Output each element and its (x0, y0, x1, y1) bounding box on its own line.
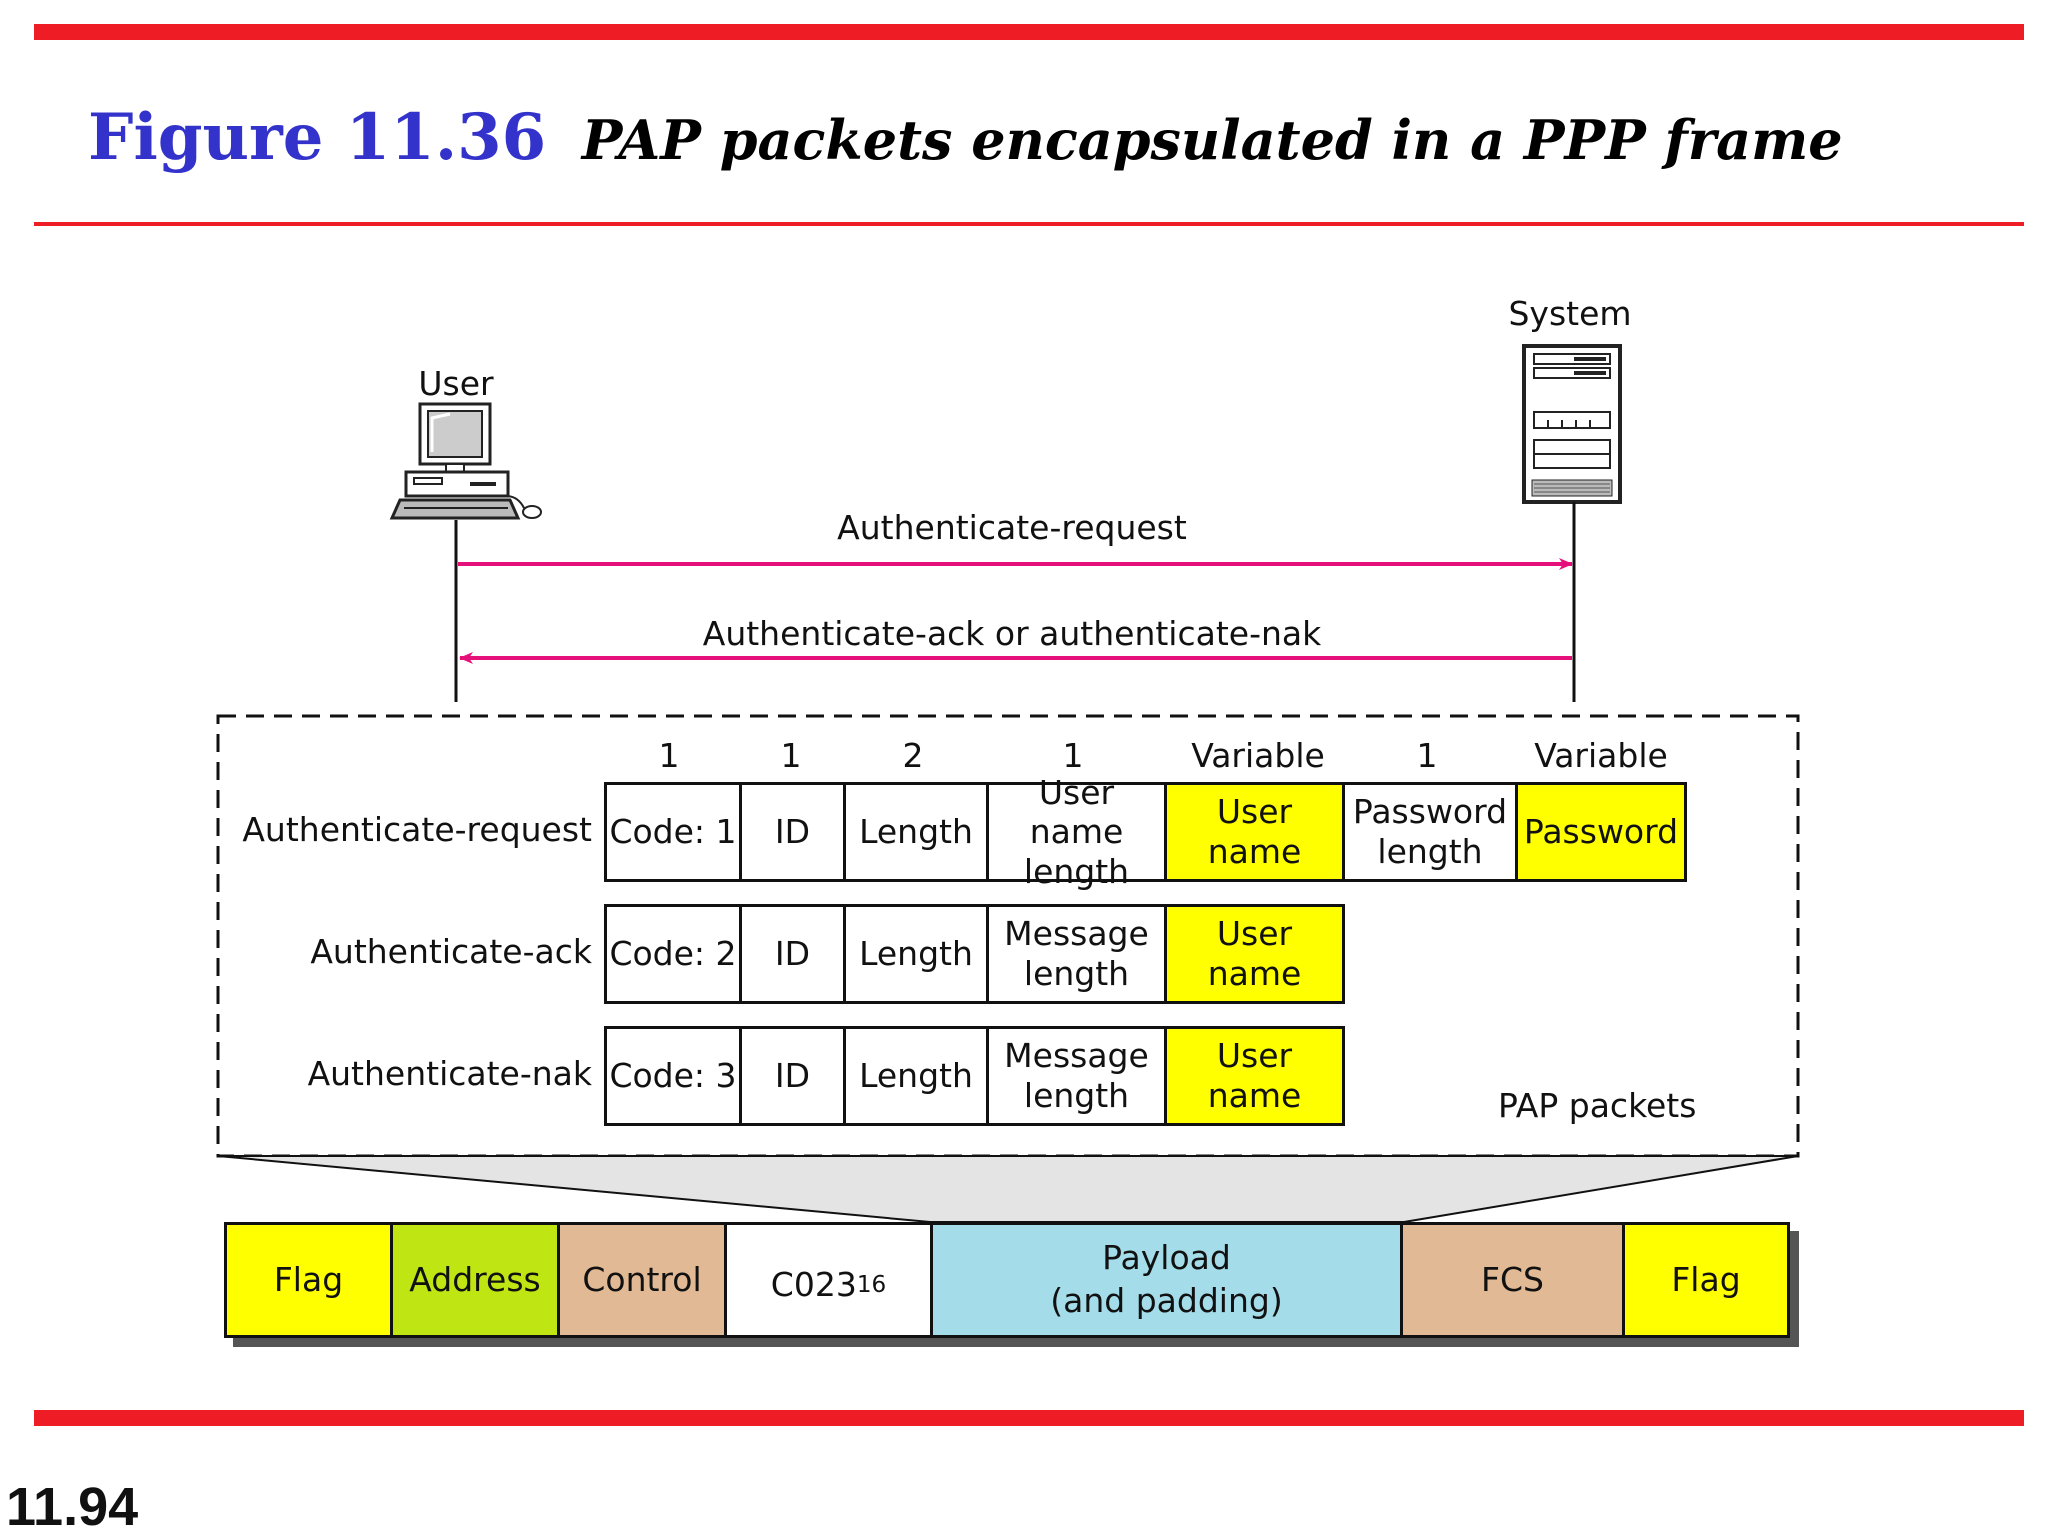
field-code: Code: 2 (604, 904, 742, 1004)
field-id: ID (739, 904, 846, 1004)
field-code: Code: 3 (604, 1026, 742, 1126)
ppp-field-label: Control (582, 1259, 702, 1299)
field-length: Length (843, 904, 989, 1004)
ppp-field-label: Flag (1671, 1259, 1741, 1299)
field-size-label: 2 (902, 736, 924, 775)
system-label: System (1508, 294, 1632, 333)
encapsulation-funnel (217, 1155, 1799, 1223)
field-size-label: Variable (1534, 736, 1668, 775)
packet-name-authenticate-nak: Authenticate-nak (307, 1054, 592, 1093)
title-underline-rule (34, 222, 2024, 226)
server-icon (1522, 344, 1622, 504)
ppp-field-label: C023 (770, 1264, 857, 1304)
bottom-rule (34, 1410, 2024, 1426)
ppp-field-subscript: 16 (856, 1271, 887, 1298)
field-message-length: Message length (986, 1026, 1167, 1126)
field-length: Length (843, 782, 989, 882)
user-label: User (418, 364, 494, 403)
ppp-field-fcs: FCS (1403, 1225, 1625, 1335)
ppp-field-flag: Flag (1625, 1225, 1787, 1335)
request-message-label: Authenticate-request (837, 508, 1187, 547)
field-size-label: 1 (1416, 736, 1438, 775)
page-number: 11.94 (6, 1477, 139, 1537)
ppp-field-label: FCS (1481, 1259, 1544, 1299)
ppp-field-flag: Flag (227, 1225, 393, 1335)
field-password: Password (1515, 782, 1687, 882)
ppp-field-label: Flag (273, 1259, 344, 1299)
packet-name-authenticate-ack: Authenticate-ack (310, 932, 592, 971)
field-user-name: User name (1164, 782, 1345, 882)
figure-number: Figure 11.36 (88, 100, 547, 175)
figure-title: Figure 11.36 PAP packets encapsulated in… (88, 100, 1843, 175)
ppp-field-control: Control (560, 1225, 727, 1335)
field-user-name: User name (1164, 1026, 1345, 1126)
computer-icon (389, 402, 542, 520)
field-size-label: Variable (1191, 736, 1325, 775)
field-id: ID (739, 782, 846, 882)
field-size-label: 1 (658, 736, 680, 775)
field-user-name: User name (1164, 904, 1345, 1004)
ppp-field-label: Address (409, 1259, 541, 1299)
field-user-name-length: User name length (986, 773, 1167, 891)
response-message-label: Authenticate-ack or authenticate-nak (702, 614, 1322, 653)
top-rule (34, 24, 2024, 40)
field-id: ID (739, 1026, 846, 1126)
ppp-field-payload: Payload (and padding) (933, 1225, 1403, 1335)
figure-caption: PAP packets encapsulated in a PPP frame (581, 108, 1843, 172)
field-length: Length (843, 1026, 989, 1126)
ppp-field-address: Address (393, 1225, 560, 1335)
field-size-label: 1 (780, 736, 802, 775)
field-message-length: Message length (986, 904, 1167, 1004)
field-code: Code: 1 (604, 782, 742, 882)
field-password-length: Password length (1342, 782, 1518, 882)
ppp-field-label: Payload (and padding) (1050, 1238, 1283, 1320)
pap-packets-label: PAP packets (1498, 1086, 1697, 1125)
field-size-label: 1 (1062, 736, 1084, 775)
packet-name-authenticate-request: Authenticate-request (242, 810, 592, 849)
